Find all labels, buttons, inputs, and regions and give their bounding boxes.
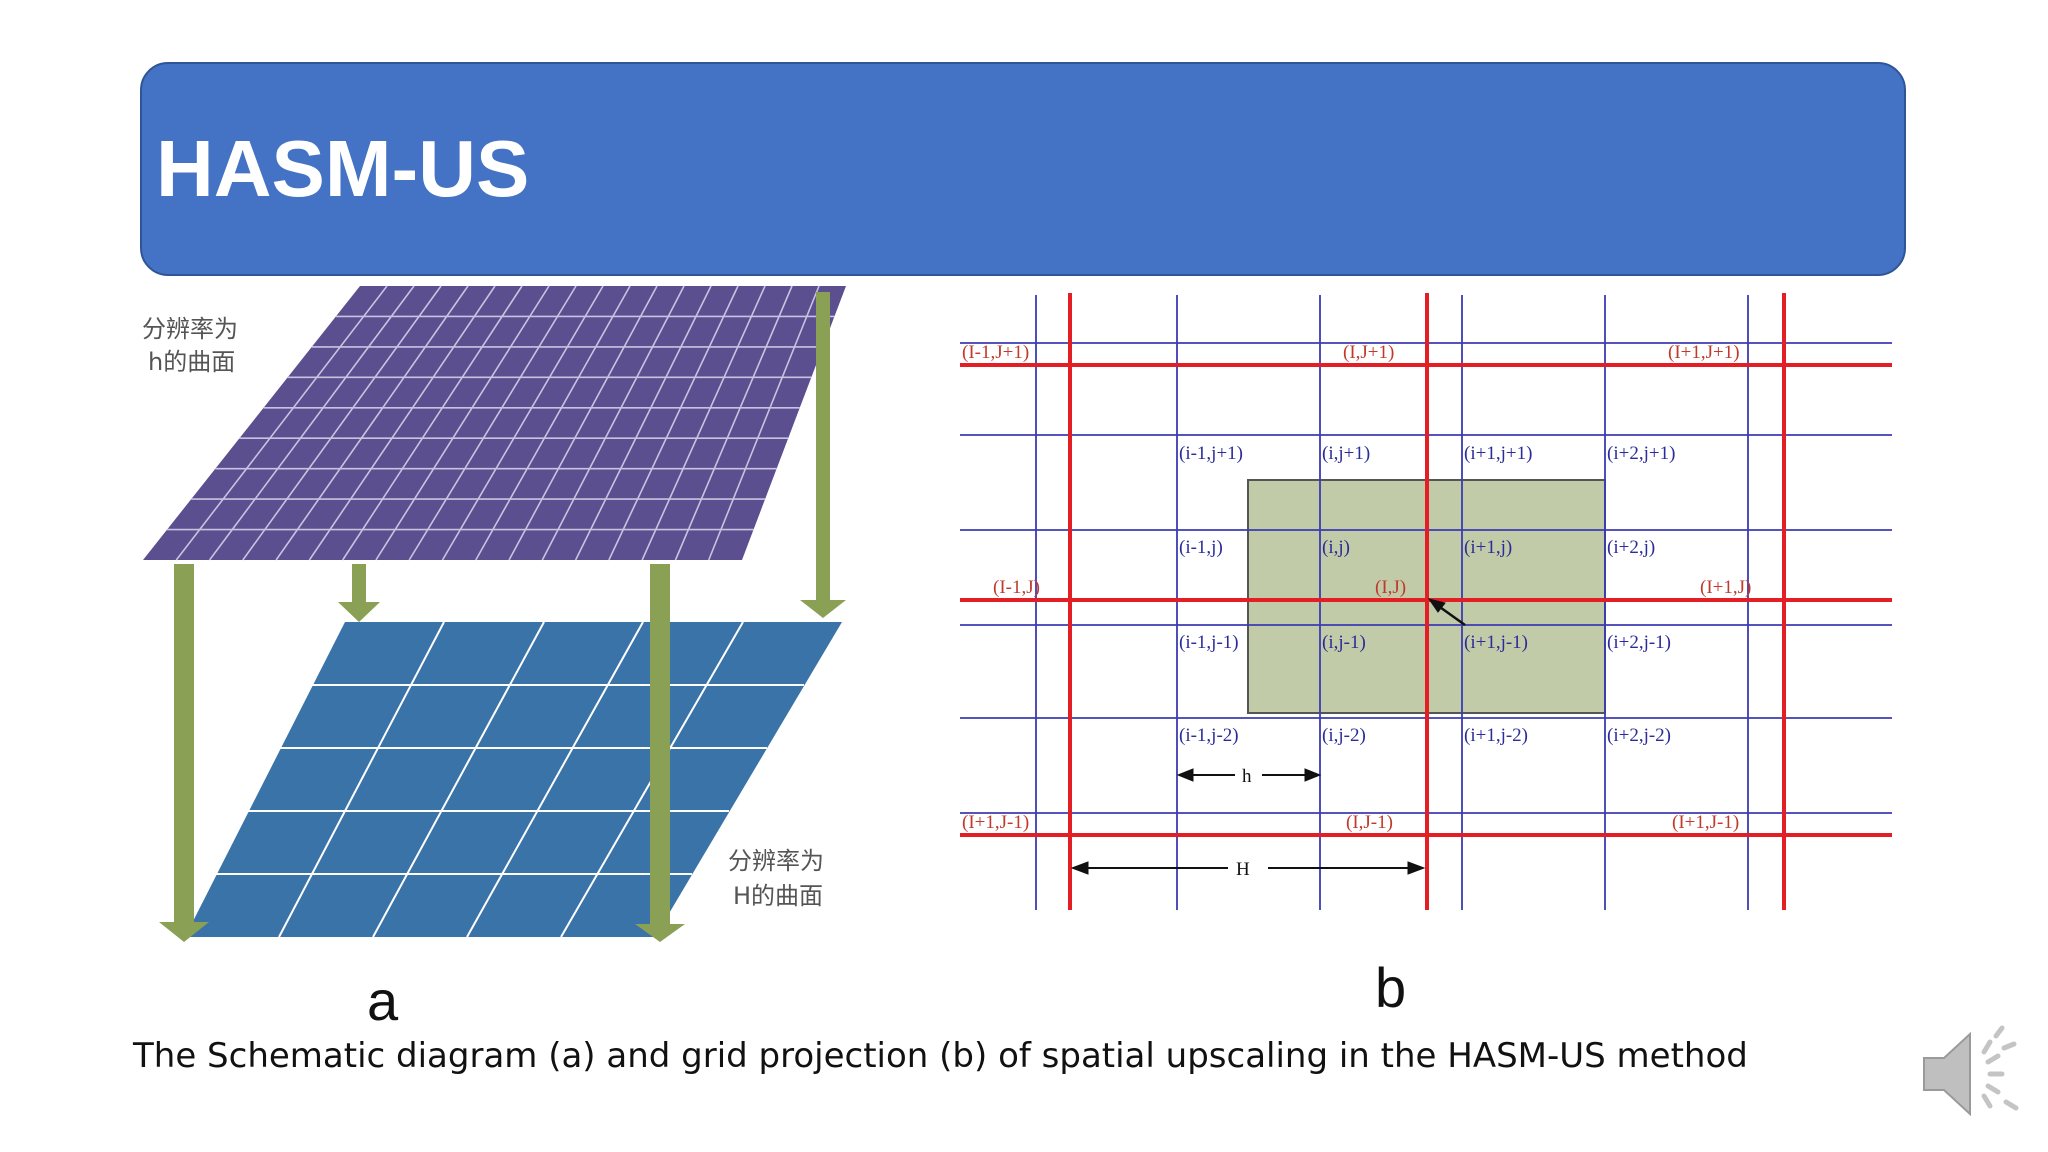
fine-label: (i-1,j-2) [1179, 725, 1239, 746]
figure-b-grid-projection: (I-1,J+1) (I,J+1) (I+1,J+1) (I-1,J) (I,J… [960, 293, 1892, 910]
fine-label: (i,j-2) [1322, 725, 1366, 746]
top-surface-label-2: h的曲面 [148, 348, 235, 376]
top-grid-line [508, 285, 658, 561]
arrow-left [159, 564, 209, 942]
projection-arrows [159, 292, 846, 942]
top-grid-line [541, 285, 685, 561]
coarse-grid [960, 293, 1892, 910]
speaker-icon[interactable] [1918, 1022, 2028, 1122]
slide-title: HASM-US [156, 124, 530, 213]
fine-label: (i+1,j) [1464, 537, 1512, 558]
top-grid-line [441, 285, 604, 561]
fine-label: (i+1,j-1) [1464, 632, 1528, 653]
fine-label: (i-1,j+1) [1179, 443, 1243, 464]
top-grid-line [574, 285, 712, 561]
top-grid-line [341, 285, 523, 561]
bottom-surface [185, 622, 842, 937]
bottom-grid [195, 621, 804, 938]
fine-label: (i+2,j-2) [1607, 725, 1671, 746]
top-surface [143, 286, 846, 560]
fine-label: (i,j) [1322, 537, 1350, 558]
top-grid-line [608, 285, 739, 561]
fine-label: (i+1,j-2) [1464, 725, 1528, 746]
coarse-label: (I+1,J) [1700, 577, 1751, 598]
top-grid-line [242, 285, 442, 561]
panel-a-label: a [367, 969, 399, 1032]
title-banner: HASM-US [140, 62, 1906, 276]
H-dimension [1070, 861, 1426, 875]
top-grid-line [275, 285, 469, 561]
coarse-label: (I+1,J-1) [1672, 812, 1739, 833]
arrow-mid-left [338, 564, 380, 622]
top-grid-line [308, 285, 496, 561]
bottom-surface-label-2: H的曲面 [733, 882, 823, 910]
figure-caption: The Schematic diagram (a) and grid proje… [133, 1036, 1748, 1076]
panel-b-label: b [1375, 956, 1407, 1019]
coarse-label: (I-1,J) [993, 577, 1040, 598]
coarse-label: (I,J) [1375, 577, 1406, 598]
top-grid [167, 285, 835, 561]
fine-label: (i,j+1) [1322, 443, 1370, 464]
top-grid-line [641, 285, 766, 561]
fine-label: (i+2,j-1) [1607, 632, 1671, 653]
top-surface-label: 分辨率为 [142, 315, 238, 343]
arrow-mid-right [635, 564, 685, 942]
center-pointer-arrow [1427, 598, 1466, 627]
fine-label: (i+1,j+1) [1464, 443, 1532, 464]
top-grid-line [175, 285, 388, 561]
coarse-label: (I+1,J-1) [962, 812, 1029, 833]
H-label: H [1236, 859, 1250, 880]
top-grid-line [408, 285, 577, 561]
coarse-label: (I,J+1) [1343, 342, 1394, 363]
top-grid-line [674, 285, 793, 561]
coarse-label: (I,J-1) [1346, 812, 1393, 833]
fine-label: (i,j-1) [1322, 632, 1366, 653]
coarse-label: (I+1,J+1) [1668, 342, 1740, 363]
fine-label: (i-1,j) [1179, 537, 1223, 558]
figure-a-schematic: 分辨率为 h的曲面 分辨率为 H的曲面 [142, 285, 846, 942]
top-grid-line [375, 285, 550, 561]
fine-label: (i+2,j) [1607, 537, 1655, 558]
h-label: h [1242, 766, 1252, 787]
bottom-surface-label: 分辨率为 [728, 847, 824, 875]
top-grid-line [208, 285, 415, 561]
fine-label: (i-1,j-1) [1179, 632, 1239, 653]
top-grid-line [475, 285, 631, 561]
coarse-label: (I-1,J+1) [962, 342, 1029, 363]
fine-label: (i+2,j+1) [1607, 443, 1675, 464]
top-grid-line [707, 285, 820, 561]
arrow-right [800, 292, 846, 618]
h-dimension [1176, 768, 1322, 782]
